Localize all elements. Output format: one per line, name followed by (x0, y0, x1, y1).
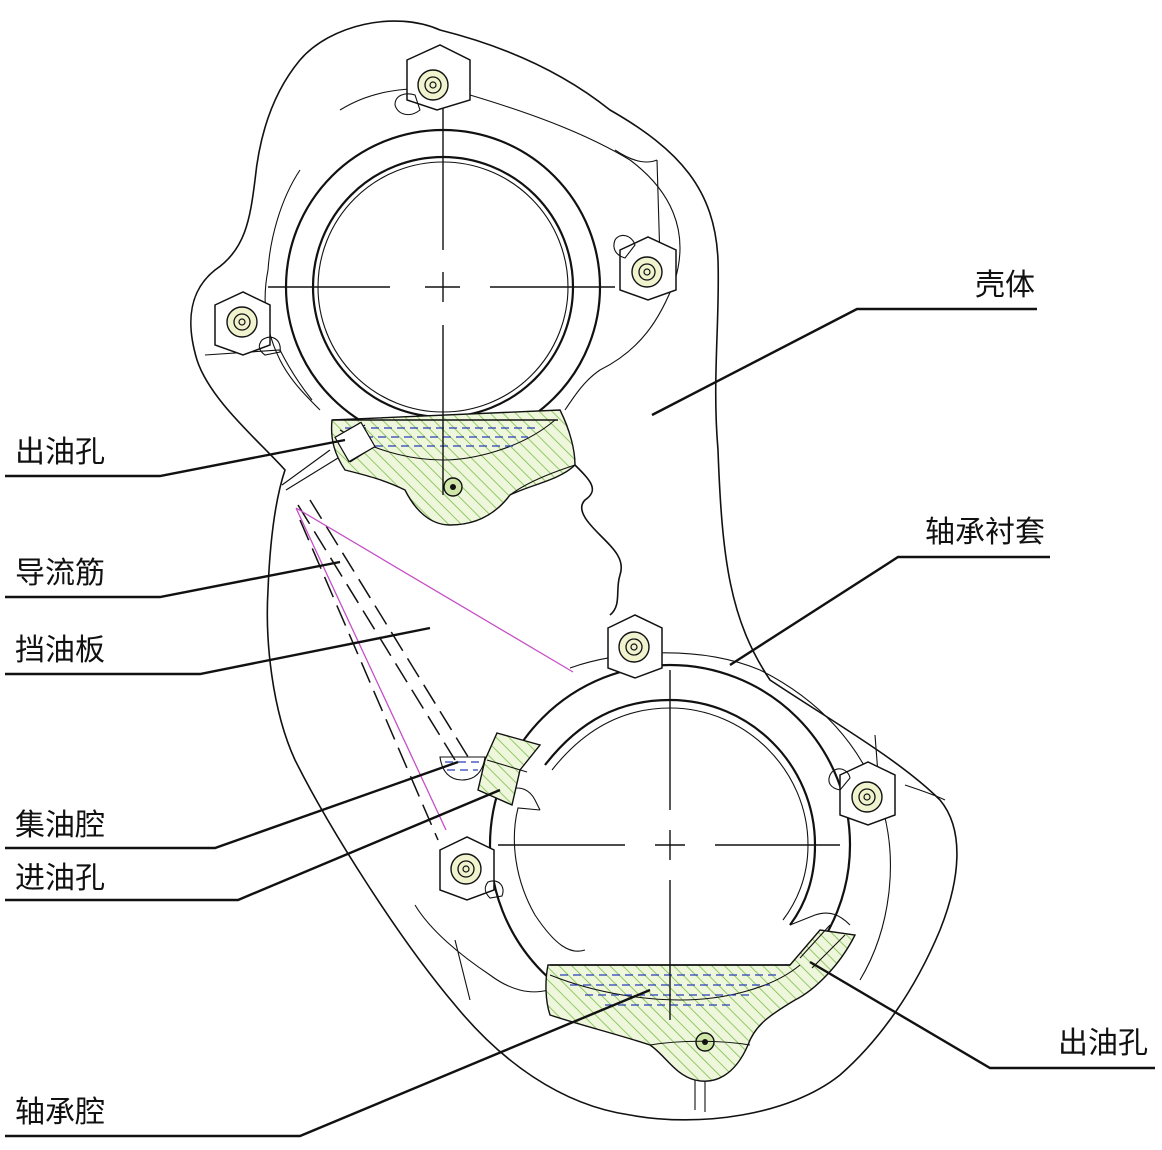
guide-rib-top (281, 449, 339, 491)
housing-outline (189, 20, 958, 1121)
lower-bearing-chamber (545, 929, 857, 1082)
lower-left-bolt (439, 836, 504, 901)
label-oil-inlet: 进油孔 (15, 861, 105, 896)
upper-left-bolt (214, 291, 281, 356)
upper-drain-plug-center (450, 484, 456, 490)
label-housing: 壳体 (975, 268, 1035, 303)
lower-bottom-legs (694, 1080, 706, 1112)
lower-liner-inner (551, 707, 809, 921)
leader-oil-outlet-upper (5, 438, 346, 478)
lower-left-contour (414, 904, 549, 1001)
leader-bearing-chamber (5, 988, 651, 1138)
upper-top-bolt (394, 44, 471, 116)
guide-rib-line-1 (297, 504, 456, 761)
upper-left-pocket (204, 349, 313, 401)
label-bearing-chamber: 轴承腔 (15, 1095, 105, 1130)
leader-collecting-chamber (5, 760, 459, 850)
lower-drain-arc (649, 1040, 751, 1046)
leader-oil-baffle (5, 626, 431, 676)
label-oil-collecting-chamber: 集油腔 (15, 808, 105, 843)
leader-bearing-liner (729, 555, 1050, 667)
guide-rib-line-3 (299, 519, 439, 841)
label-oil-outlet-upper: 出油孔 (15, 435, 105, 470)
oil-baffle-line (295, 507, 574, 831)
label-oil-baffle: 挡油板 (15, 633, 105, 668)
label-bearing-liner: 轴承衬套 (925, 515, 1045, 550)
label-guide-rib: 导流筋 (15, 556, 105, 591)
leader-housing (651, 307, 1037, 417)
lower-drain-plug-center (702, 1039, 708, 1045)
lower-inlet-divider (486, 759, 528, 773)
label-oil-outlet-lower: 出油孔 (1058, 1026, 1148, 1061)
middle-wavy-contour (574, 464, 622, 616)
lower-top-bolt (607, 614, 663, 679)
leader-oil-outlet-lower (809, 960, 1155, 1070)
upper-oil-level (345, 427, 535, 447)
leader-oil-inlet (5, 788, 501, 902)
lower-chamber-inner-arc (549, 964, 801, 1001)
lower-notch-right (789, 912, 851, 926)
upper-bearing-chamber (330, 409, 576, 526)
leader-guide-rib (5, 560, 341, 599)
upper-right-bolt (613, 234, 677, 301)
oil-collecting-chamber (439, 756, 486, 781)
lower-right-bolt (828, 761, 896, 826)
middle-left-contour (509, 464, 576, 496)
lower-oil-outlet-hole (799, 924, 846, 969)
collecting-oil-level (445, 761, 480, 771)
lower-liner (544, 698, 817, 926)
upper-outlet-slot (334, 421, 376, 463)
lower-bore-inner-left (513, 807, 586, 952)
guide-rib-line-2 (309, 499, 471, 761)
